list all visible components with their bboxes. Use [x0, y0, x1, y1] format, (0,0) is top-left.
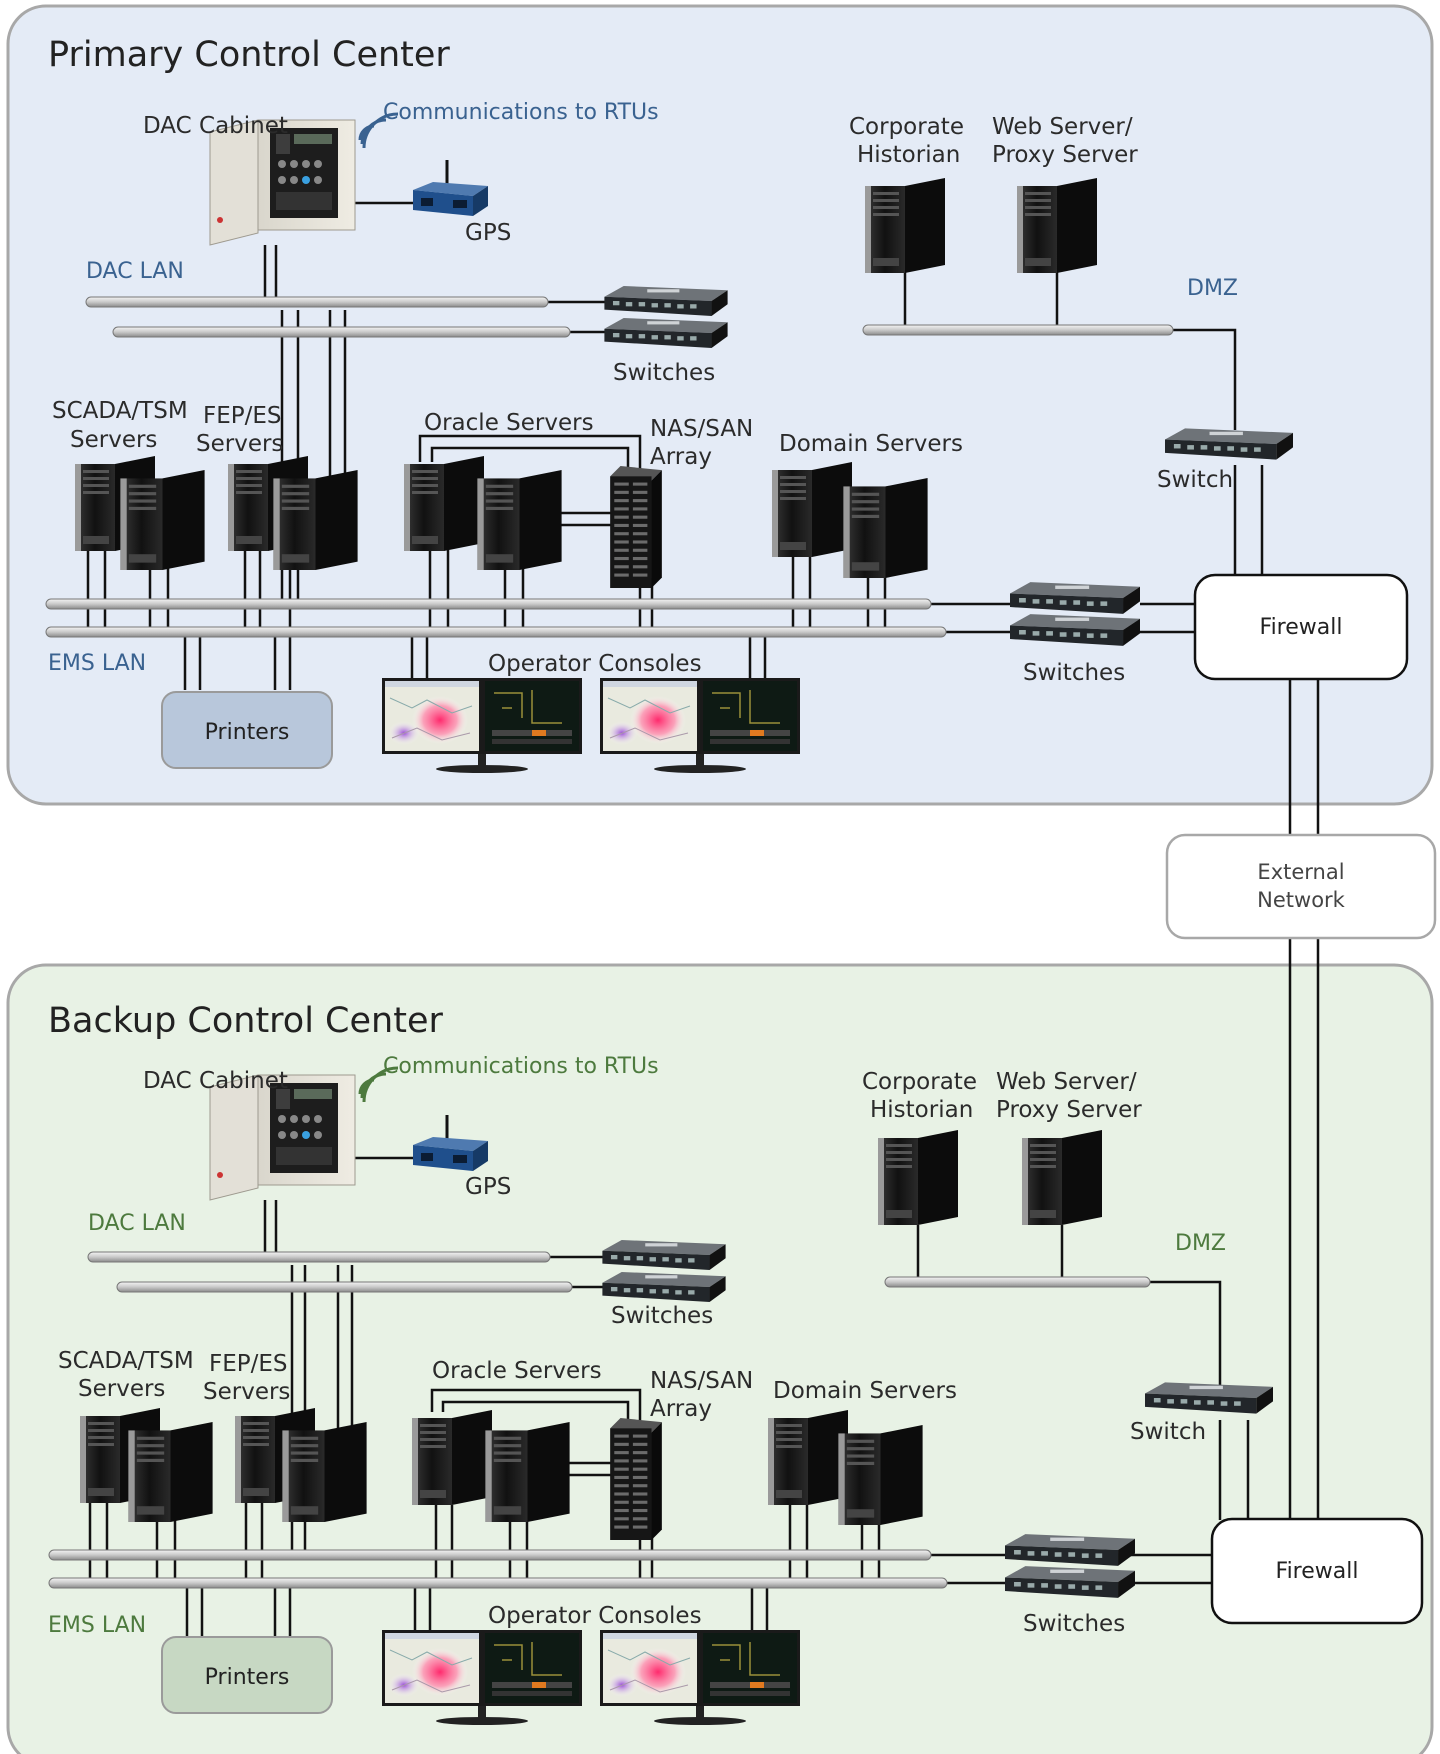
operator-consoles-label: Operator Consoles	[488, 651, 702, 677]
web-label-1: Web Server/	[992, 114, 1133, 140]
corporate-label-1: Corporate	[849, 114, 964, 140]
nas-san-array-icon	[610, 466, 662, 588]
scada-label-2: Servers	[78, 1376, 165, 1402]
dmz-label: DMZ	[1187, 276, 1238, 301]
domain-label: Domain Servers	[773, 1378, 957, 1404]
nas-san-array-icon	[610, 1418, 662, 1540]
dac-lan-bus-a	[87, 1251, 551, 1263]
backup-control-center: Backup Control Center DAC Cabinet Commun…	[48, 1001, 1424, 1726]
nas-label-1: NAS/SAN	[650, 1368, 753, 1394]
backup-title: Backup Control Center	[48, 1001, 443, 1041]
firewall-box	[1210, 1517, 1424, 1625]
domain-label: Domain Servers	[779, 431, 963, 457]
oracle-server-icon	[477, 470, 562, 570]
printers-label: Printers	[205, 720, 290, 745]
fep-server-icon	[282, 1422, 367, 1522]
oracle-label: Oracle Servers	[432, 1358, 602, 1384]
ems-lan-label: EMS LAN	[48, 651, 146, 676]
dac-cabinet-label: DAC Cabinet	[143, 113, 288, 139]
oracle-server-icon	[485, 1422, 570, 1522]
ems-lan-bus-a	[45, 598, 932, 610]
dmz-bus	[884, 1276, 1151, 1288]
dac-cabinet-label: DAC Cabinet	[143, 1068, 288, 1094]
fep-label-1: FEP/ES	[209, 1351, 288, 1377]
wireless-signal-icon	[358, 112, 399, 149]
fep-label-2: Servers	[203, 1379, 290, 1405]
external-network-label-1: External	[1257, 860, 1344, 884]
switches-bottom-label: Switches	[1023, 1611, 1125, 1637]
dac-lan-label: DAC LAN	[86, 259, 184, 284]
corporate-label-2: Historian	[857, 142, 960, 168]
switch-label: Switch	[1157, 467, 1233, 493]
scada-label-1: SCADA/TSM	[58, 1348, 194, 1374]
dmz-bus	[862, 324, 1174, 336]
nas-label-1: NAS/SAN	[650, 416, 753, 442]
ems-lan-bus-b	[48, 1577, 948, 1589]
printers-box	[161, 691, 333, 769]
web-label-2: Proxy Server	[992, 142, 1138, 168]
web-proxy-server-icon	[1017, 178, 1097, 273]
firewall-box	[1193, 573, 1409, 681]
switches-label: Switches	[611, 1303, 713, 1329]
gps-label: GPS	[465, 1174, 511, 1200]
switches-bottom-label: Switches	[1023, 660, 1125, 686]
corporate-historian-icon	[865, 178, 945, 273]
ems-lan-bus-a	[48, 1549, 932, 1561]
nas-label-2: Array	[650, 1396, 712, 1422]
ems-lan-label: EMS LAN	[48, 1613, 146, 1638]
web-label-1: Web Server/	[996, 1069, 1137, 1095]
fep-label-2: Servers	[196, 431, 283, 457]
firewall-label: Firewall	[1260, 615, 1343, 640]
printers-box	[161, 1636, 333, 1714]
web-label-2: Proxy Server	[996, 1097, 1142, 1123]
domain-server-icon	[843, 478, 928, 578]
switch-label: Switch	[1130, 1419, 1206, 1445]
primary-title: Primary Control Center	[48, 35, 450, 75]
corporate-historian-icon	[878, 1130, 958, 1225]
primary-control-center: Primary Control Center DAC Cabinet Commu…	[45, 35, 1409, 1520]
switches-label: Switches	[613, 360, 715, 386]
domain-server-icon	[838, 1425, 923, 1525]
printers-label: Printers	[205, 1665, 290, 1690]
domain-server-icon	[772, 462, 852, 557]
domain-server-icon	[768, 1410, 848, 1505]
fep-label-1: FEP/ES	[203, 403, 282, 429]
ems-lan-bus-b	[45, 626, 947, 638]
comms-label: Communications to RTUs	[383, 100, 659, 125]
dmz-label: DMZ	[1175, 1231, 1226, 1256]
external-network-label-2: Network	[1257, 888, 1346, 912]
scada-server-icon	[128, 1422, 213, 1522]
oracle-server-icon	[404, 456, 484, 551]
dac-lan-bus-a	[85, 296, 549, 308]
scada-label-2: Servers	[70, 427, 157, 453]
dac-lan-bus-b	[116, 1281, 573, 1293]
oracle-server-icon	[412, 1410, 492, 1505]
oracle-label: Oracle Servers	[424, 410, 594, 436]
corporate-label-1: Corporate	[862, 1069, 977, 1095]
operator-consoles-label: Operator Consoles	[488, 1603, 702, 1629]
fep-server-icon	[273, 470, 358, 570]
scada-server-icon	[120, 470, 205, 570]
corporate-label-2: Historian	[870, 1097, 973, 1123]
nas-label-2: Array	[650, 444, 712, 470]
external-network-box	[1165, 833, 1437, 940]
dac-lan-label: DAC LAN	[88, 1211, 186, 1236]
comms-label: Communications to RTUs	[383, 1054, 659, 1079]
wireless-signal-icon	[358, 1066, 399, 1103]
gps-label: GPS	[465, 220, 511, 246]
scada-label-1: SCADA/TSM	[52, 398, 188, 424]
dac-lan-bus-b	[112, 326, 571, 338]
web-proxy-server-icon	[1022, 1130, 1102, 1225]
firewall-label: Firewall	[1276, 1559, 1359, 1584]
